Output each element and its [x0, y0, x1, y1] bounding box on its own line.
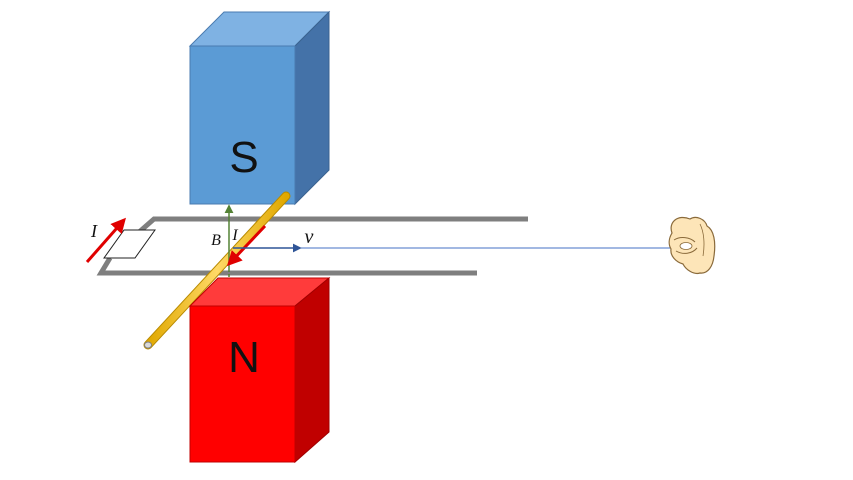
rod-highlight — [144, 192, 290, 349]
pulling-hand-icon — [668, 216, 716, 275]
rod-current-arrow — [226, 224, 267, 267]
resistor-icon — [103, 229, 156, 259]
rod-current-indicator: I — [226, 224, 267, 267]
south-magnet-front-face — [189, 45, 296, 205]
back-rail — [128, 216, 528, 242]
north-magnet-front-face — [189, 305, 296, 463]
front-rail — [96, 256, 477, 276]
field-label: B — [211, 232, 221, 249]
pull-assembly — [233, 216, 716, 275]
conducting-rod — [143, 191, 291, 350]
north-magnet-side-face — [294, 276, 330, 464]
left-current-label: I — [90, 221, 98, 241]
rails — [96, 216, 528, 276]
rod-end-cap — [144, 341, 152, 349]
left-current-indicator: I — [85, 217, 126, 263]
velocity-indicator: v — [233, 226, 314, 253]
south-magnet: S — [188, 10, 331, 206]
left-current-arrow — [85, 217, 126, 263]
rod-current-label: I — [231, 227, 238, 244]
velocity-label: v — [305, 226, 314, 248]
south-pole-label: S — [229, 133, 258, 182]
south-magnet-side-face — [294, 10, 330, 206]
north-pole-label: N — [228, 333, 260, 382]
north-magnet: N — [188, 276, 331, 464]
